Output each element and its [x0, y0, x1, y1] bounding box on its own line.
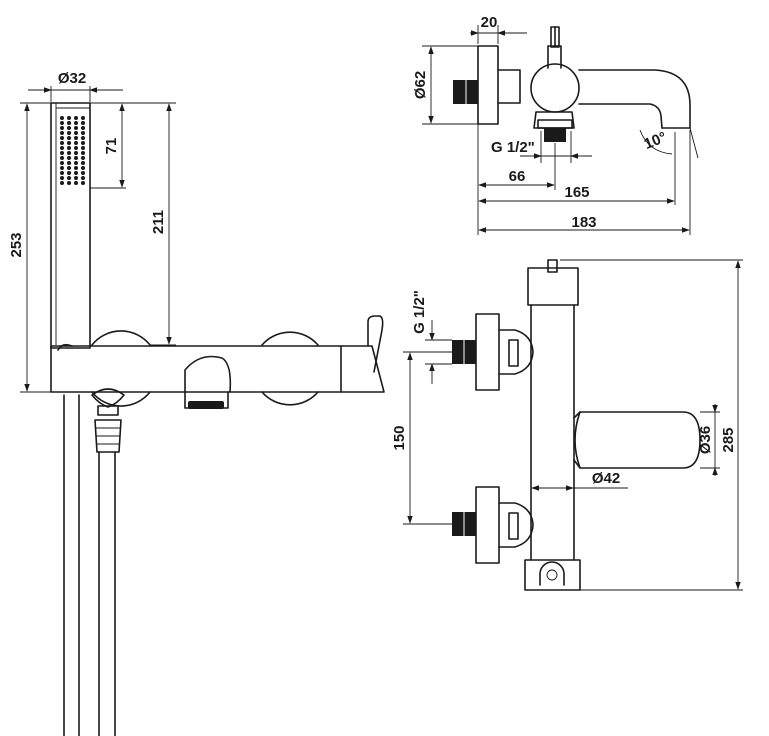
spray-nozzle-dot [81, 126, 85, 130]
hand-shower [50, 102, 91, 349]
spray-nozzle-dot [67, 121, 71, 125]
lower-inlet-front [452, 486, 534, 564]
spray-nozzle-dot [74, 161, 78, 165]
spray-nozzle-dot [74, 126, 78, 130]
spray-nozzle-dot [60, 131, 64, 135]
spray-nozzle-dot [60, 151, 64, 155]
label-spacing: 150 [391, 425, 408, 450]
label-d-flange: Ø62 [412, 71, 429, 99]
spray-nozzle-dot [67, 131, 71, 135]
spray-nozzle-dot [81, 176, 85, 180]
spray-nozzle-dot [81, 116, 85, 120]
spray-nozzle-dot [81, 161, 85, 165]
spray-nozzle-dot [67, 126, 71, 130]
spray-nozzle-dot [67, 146, 71, 150]
spray-nozzle-dot [60, 136, 64, 140]
side-view [422, 25, 699, 235]
spray-nozzle-dot [74, 171, 78, 175]
mixer-body-front [524, 259, 581, 591]
label-d-spout: Ø36 [697, 426, 714, 454]
spray-nozzle-dot [60, 121, 64, 125]
side-dimensions [422, 25, 699, 235]
left-mixer-view [20, 86, 385, 736]
spray-nozzle-dot [74, 131, 78, 135]
label-h-total-left: 253 [8, 232, 25, 257]
spray-nozzle-dot [60, 141, 64, 145]
spray-nozzle-dot [74, 176, 78, 180]
spray-nozzle-dot [67, 151, 71, 155]
label-thread-side: G 1/2" [491, 139, 535, 156]
spout-front [573, 411, 701, 469]
spray-nozzle-dot [67, 176, 71, 180]
front-dimensions [403, 259, 743, 591]
spray-nozzle-dot [60, 171, 64, 175]
spray-nozzle-dot [60, 126, 64, 130]
spray-nozzles [60, 116, 85, 185]
spray-nozzle-dot [67, 136, 71, 140]
spray-nozzle-dot [74, 141, 78, 145]
front-view [403, 259, 743, 591]
label-l-66: 66 [509, 168, 526, 185]
spray-nozzle-dot [81, 156, 85, 160]
label-h-front: 285 [720, 427, 737, 452]
label-d-handshower: Ø32 [58, 70, 86, 87]
spray-nozzle-dot [67, 181, 71, 185]
wall-flange-side [453, 45, 499, 125]
bath-spout-bottom [184, 355, 232, 409]
upper-inlet-front [452, 313, 534, 391]
spray-nozzle-dot [60, 156, 64, 160]
spray-nozzle-dot [67, 161, 71, 165]
spray-nozzle-dot [60, 146, 64, 150]
label-angle-spout: 10° [642, 129, 669, 153]
label-h-spray: 71 [103, 138, 120, 155]
spray-nozzle-dot [81, 146, 85, 150]
spray-nozzle-dot [81, 171, 85, 175]
label-w-flange: 20 [481, 14, 498, 31]
spray-nozzle-dot [60, 161, 64, 165]
spray-nozzle-dot [81, 121, 85, 125]
spray-nozzle-dot [67, 171, 71, 175]
valve-body-side [497, 26, 691, 142]
spray-nozzle-dot [81, 131, 85, 135]
spray-nozzle-dot [74, 151, 78, 155]
label-thread-front: G 1/2" [411, 290, 428, 334]
label-l-183: 183 [571, 214, 596, 231]
spray-nozzle-dot [67, 116, 71, 120]
spray-nozzle-dot [81, 181, 85, 185]
label-d-body: Ø42 [592, 470, 620, 487]
spray-nozzle-dot [67, 156, 71, 160]
label-h-handshower-top: 211 [150, 210, 167, 234]
spray-nozzle-dot [81, 141, 85, 145]
spray-nozzle-dot [74, 166, 78, 170]
spray-nozzle-dot [81, 151, 85, 155]
spray-nozzle-dot [74, 146, 78, 150]
hose [63, 388, 125, 736]
spray-nozzle-dot [60, 181, 64, 185]
spray-nozzle-dot [60, 176, 64, 180]
spray-nozzle-dot [74, 116, 78, 120]
label-l-165: 165 [564, 184, 589, 201]
spray-nozzle-dot [67, 166, 71, 170]
spray-nozzle-dot [74, 121, 78, 125]
left-dimensions [20, 86, 176, 393]
spray-nozzle-dot [67, 141, 71, 145]
spray-nozzle-dot [60, 116, 64, 120]
spray-nozzle-dot [81, 136, 85, 140]
mixer-body [50, 315, 385, 407]
spray-nozzle-dot [74, 136, 78, 140]
spray-nozzle-dot [74, 181, 78, 185]
spray-nozzle-dot [74, 156, 78, 160]
spray-nozzle-dot [60, 166, 64, 170]
dimension-labels: Ø32 71 211 253 20 Ø62 G 1/2" 66 165 183 … [8, 14, 737, 487]
spray-nozzle-dot [81, 166, 85, 170]
